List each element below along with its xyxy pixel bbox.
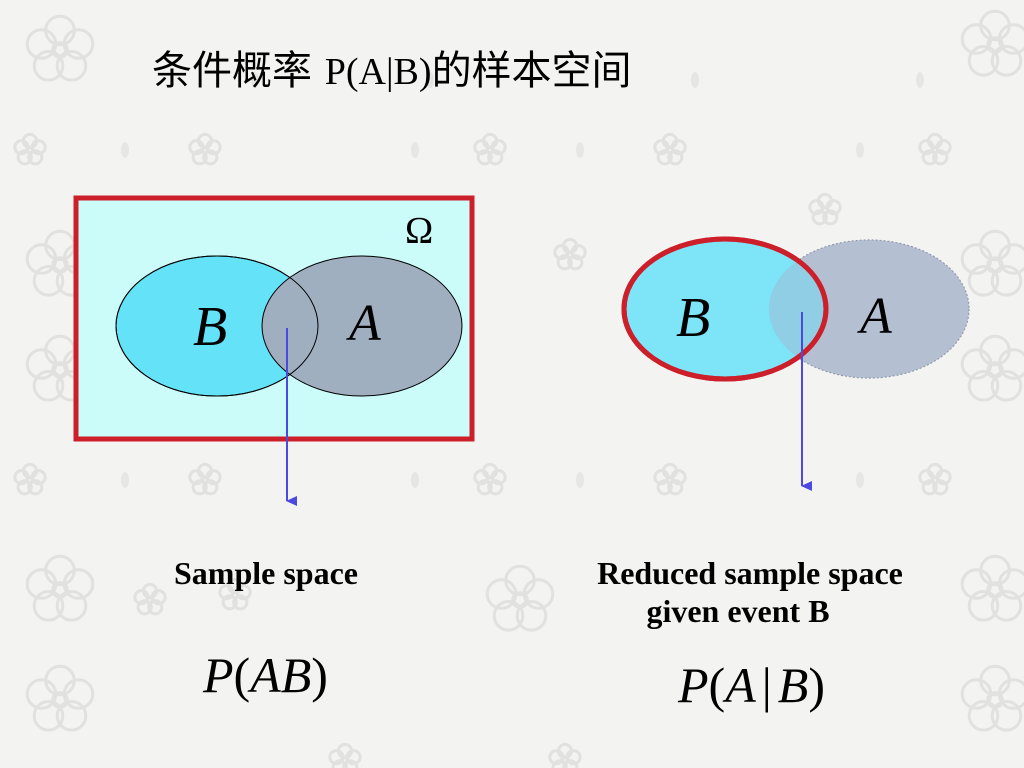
right-formula-a: A bbox=[725, 657, 756, 713]
title-cjk-part1: 条件概率 bbox=[152, 48, 325, 94]
flower-decoration bbox=[328, 742, 362, 768]
flower-decoration bbox=[960, 9, 1024, 77]
left-formula-open: ( bbox=[233, 647, 251, 703]
petal-decoration bbox=[856, 142, 864, 158]
right-venn-diagram: B A bbox=[621, 236, 970, 491]
right-set-a-label: A bbox=[857, 288, 892, 345]
flower-decoration bbox=[653, 132, 687, 166]
right-formula-bar: | bbox=[761, 657, 772, 713]
flower-decoration bbox=[188, 462, 222, 496]
flower-decoration bbox=[25, 664, 95, 732]
flower-decoration bbox=[218, 577, 252, 611]
right-formula-p: P bbox=[678, 657, 709, 713]
page-title: 条件概率 P(A|B)的样本空间 bbox=[152, 38, 632, 96]
flower-decoration bbox=[473, 132, 507, 166]
flower-decoration bbox=[960, 229, 1024, 297]
joint-probability-formula: P(AB) bbox=[203, 646, 328, 704]
right-formula-close: ) bbox=[808, 657, 825, 713]
left-intersection-overlay bbox=[115, 255, 319, 397]
left-formula-sets: AB bbox=[250, 647, 312, 703]
flower-decoration bbox=[13, 462, 47, 496]
flower-decoration bbox=[25, 14, 95, 82]
petal-decoration bbox=[121, 142, 129, 158]
flower-decoration bbox=[960, 334, 1024, 402]
flower-decoration bbox=[960, 664, 1024, 732]
flower-decoration bbox=[960, 554, 1024, 622]
petal-decoration bbox=[411, 142, 419, 158]
flower-decoration bbox=[133, 582, 167, 616]
petal-decoration bbox=[576, 142, 584, 158]
left-set-a-circle bbox=[261, 255, 463, 397]
petal-decoration bbox=[426, 72, 434, 88]
left-formula-close: ) bbox=[311, 647, 328, 703]
flower-decoration bbox=[918, 462, 952, 496]
reduced-caption-line2: given event B bbox=[646, 593, 830, 629]
title-cjk-part2: 的样本空间 bbox=[431, 48, 632, 94]
right-intersection-overlay bbox=[769, 240, 969, 378]
petal-decoration bbox=[916, 72, 924, 88]
flower-decoration bbox=[188, 132, 222, 166]
flower-decoration bbox=[548, 742, 582, 768]
title-formula: P(A|B) bbox=[324, 51, 432, 93]
right-formula-open: ( bbox=[708, 657, 726, 713]
flower-decoration bbox=[653, 462, 687, 496]
petal-decoration bbox=[691, 72, 699, 88]
petal-decoration bbox=[576, 472, 584, 488]
left-set-a-label: A bbox=[346, 295, 381, 352]
right-formula-b: B bbox=[777, 657, 809, 713]
left-venn-diagram: Ω B A bbox=[73, 195, 475, 506]
flower-decoration bbox=[808, 192, 842, 226]
flower-decoration bbox=[13, 132, 47, 166]
flower-decoration bbox=[918, 132, 952, 166]
reduced-sample-space-caption: Reduced sample space given event B bbox=[560, 554, 940, 630]
petal-decoration bbox=[251, 72, 259, 88]
right-set-b-label: B bbox=[676, 287, 710, 349]
right-set-b-ring bbox=[621, 236, 829, 382]
flower-decoration bbox=[485, 564, 555, 632]
petal-decoration bbox=[411, 472, 419, 488]
omega-label: Ω bbox=[405, 210, 433, 252]
sample-space-caption: Sample space bbox=[174, 555, 358, 591]
flower-decoration bbox=[553, 237, 587, 271]
petal-decoration bbox=[121, 472, 129, 488]
reduced-caption-line1: Reduced sample space bbox=[597, 555, 903, 591]
flower-decoration bbox=[473, 462, 507, 496]
left-set-b-label: B bbox=[193, 296, 227, 358]
right-set-a-circle bbox=[768, 239, 970, 379]
flower-decoration bbox=[25, 554, 95, 622]
petal-decoration bbox=[856, 472, 864, 488]
left-formula-p: P bbox=[203, 647, 234, 703]
conditional-probability-formula: P(A|B) bbox=[678, 656, 825, 714]
